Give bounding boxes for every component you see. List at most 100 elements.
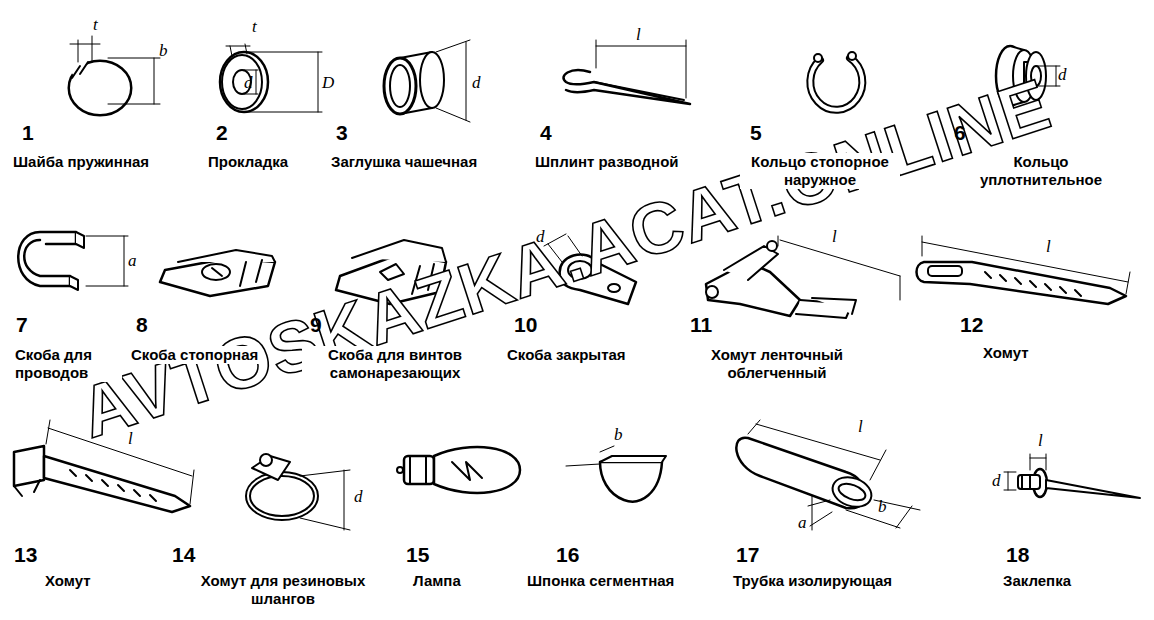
label-slot: Хомут [982,344,1030,362]
label-slot: a [798,514,807,532]
label-slot: Скоба для проводов [14,346,122,382]
dimension-letter: l [1046,238,1051,256]
label-slot: l [1038,432,1043,450]
callout-number: 15 [406,544,429,566]
dimension-letter: d [472,74,481,92]
label-slot: D [322,74,334,92]
label-slot: 3 [336,122,348,144]
part-name: Шплинт разводной [534,153,680,171]
part-name: Хомут для резиновых шлангов [178,572,388,608]
part-name: Трубка изолирующая [732,572,893,590]
label-slot: Кольцо уплотнительное [972,153,1110,189]
label-slot: Шплинт разводной [534,153,680,171]
label-slot: d [244,74,253,92]
dimension-letter: t [252,18,257,36]
dimension-letter: a [798,514,807,532]
dimension-letter: l [128,430,133,448]
label-slot: 8 [136,314,148,336]
label-slot: l [128,430,133,448]
part-name: Заглушка чашечная [330,153,478,171]
label-slot: t [93,16,98,34]
label-slot: a [128,252,137,270]
insulating-tube [736,420,920,530]
label-slot: 7 [16,314,28,336]
label-slot: 16 [556,544,579,566]
label-slot: Заглушка чашечная [330,153,478,171]
label-slot: Прокладка [207,153,289,171]
lamp [397,447,520,493]
part-name: Лампа [412,572,462,590]
label-slot: b [878,498,887,516]
label-slot: Скоба для винтов самонарезающих [302,346,488,382]
callout-number: 16 [556,544,579,566]
callout-number: 2 [216,122,228,144]
callout-number: 13 [14,544,37,566]
callout-number: 11 [690,314,712,336]
label-slot: 2 [216,122,228,144]
dimension-letter: d [1058,66,1067,84]
label-slot: b [614,426,623,444]
label-slot: Скоба закрытая [506,346,627,364]
part-name: Хомут [44,572,92,590]
part-name: Прокладка [207,153,289,171]
label-slot: Скоба стопорная [130,346,259,364]
label-slot: Заклепка [1002,572,1072,590]
lock-clip [160,250,275,296]
part-name: Кольцо уплотнительное [972,153,1110,189]
part-name: Скоба закрытая [506,346,627,364]
dimension-letter: d [992,472,1001,490]
label-slot: 6 [954,122,966,144]
label-slot: d [472,74,481,92]
label-slot: Хомут для резиновых шлангов [178,572,388,608]
cup-plug [384,40,470,122]
hose-clamp [248,454,350,530]
callout-number: 7 [16,314,28,336]
callout-number: 12 [960,314,983,336]
callout-number: 4 [540,122,552,144]
wire-clip [18,232,128,290]
spring-washer [70,36,160,112]
label-slot: Шайба пружинная [12,153,150,171]
cotter-pin [563,40,690,104]
part-name: Скоба для проводов [14,346,122,382]
label-slot: d [354,488,363,506]
dimension-letter: l [1038,432,1043,450]
label-slot: Шпонка сегментная [526,572,675,590]
dimension-letter: t [93,16,98,34]
label-slot: d [992,472,1001,490]
callout-number: 8 [136,314,148,336]
cable-tie [917,236,1131,304]
label-slot: 15 [406,544,429,566]
label-slot: Хомут [44,572,92,590]
dimension-letter: D [322,74,334,92]
dimension-letter: d [244,74,253,92]
label-slot: 9 [310,314,322,336]
part-name: Скоба стопорная [130,346,259,364]
dimension-letter: l [832,228,837,246]
part-name: Шпонка сегментная [526,572,675,590]
part-name: Заклепка [1002,572,1072,590]
callout-number: 3 [336,122,348,144]
dimension-letter: a [128,252,137,270]
label-slot: Трубка изолирующая [732,572,893,590]
label-slot: Лампа [412,572,462,590]
label-slot: 14 [172,544,195,566]
dimension-letter: b [614,426,623,444]
label-slot: 5 [750,122,762,144]
callout-number: 10 [514,314,537,336]
label-slot: b [159,42,168,60]
label-slot: d [536,228,545,246]
label-slot: l [636,26,641,44]
part-name: Скоба для винтов самонарезающих [302,346,488,382]
part-name: Хомут [982,344,1030,362]
dimension-letter: l [636,26,641,44]
band-clamp [706,236,900,318]
flat-washer [220,44,322,112]
label-slot: Хомут ленточный облегченный [686,346,868,382]
part-name: Шайба пружинная [12,153,150,171]
callout-number: 17 [736,544,759,566]
label-slot: Кольцо стопорное наружное [740,153,900,189]
label-slot: 18 [1006,544,1029,566]
dimension-letter: d [536,228,545,246]
